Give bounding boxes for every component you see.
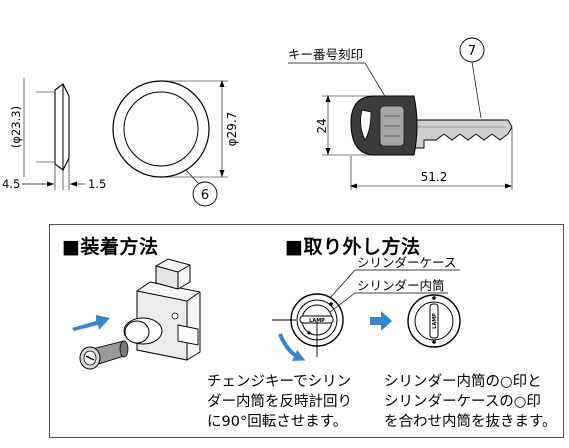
key-engraving-label: キー番号刻印 <box>288 47 363 62</box>
ring-front-view: φ29.7 6 <box>112 80 239 207</box>
instructions-panel <box>49 224 564 438</box>
removal-illustration: LAMP シリンダーケース シリンダー内筒 LAMP <box>272 255 461 361</box>
key-blade <box>411 119 513 149</box>
ring-side-view: (φ23.3) 4.5 1.5 <box>2 78 106 191</box>
callout-leader-6 <box>185 169 199 184</box>
inner-mark <box>307 331 311 335</box>
offset-right-label: 1.5 <box>88 177 106 191</box>
removal-caption-line-2: シリンダーケースの○印 <box>384 394 541 410</box>
cylinder-bore <box>124 320 150 344</box>
install-caption: チェンジキーでシリン ダー内筒を反時計回り に90°回転させます。 <box>207 372 352 432</box>
case-label: シリンダーケース <box>357 255 456 270</box>
key-head-hole <box>360 109 372 141</box>
removal-caption-line-3: を合わせ内筒を抜きます。 <box>384 414 557 430</box>
install-heading: ■装着方法 <box>62 236 159 258</box>
key-slot <box>85 355 95 361</box>
case-mark <box>329 302 333 306</box>
callout-number-7: 7 <box>468 44 476 59</box>
key-height-label: 24 <box>315 118 329 133</box>
lock-body-edge <box>186 291 201 302</box>
aligned-mark-inner <box>432 340 436 344</box>
ring-outer <box>112 80 210 178</box>
removal-caption: シリンダー内筒の○印と シリンダーケースの○印 を合わせ内筒を抜きます。 <box>384 372 557 432</box>
key-length-label: 51.2 <box>421 170 448 184</box>
latch-edge <box>177 264 191 273</box>
key-view: キー番号刻印 7 24 51.2 <box>288 37 513 190</box>
key-slot-horizontal <box>299 315 334 324</box>
diameter-label-small: (φ23.3) <box>9 106 23 148</box>
lock-latch-front <box>155 265 179 290</box>
aligned-mark-case <box>432 296 436 300</box>
ring-diameter-label: φ29.7 <box>225 112 239 147</box>
callout-number-6: 6 <box>201 188 209 203</box>
slot-mark-vertical: LAMP <box>432 313 438 329</box>
removal-heading: ■取り外し方法 <box>285 236 421 258</box>
callout-leader-7 <box>471 61 482 119</box>
key-slot-vertical <box>429 303 439 339</box>
insert-arrow <box>72 315 110 331</box>
removal-caption-line-1: シリンダー内筒の○印と <box>384 374 542 390</box>
slot-mark: LAMP <box>309 318 325 324</box>
inner-leader <box>329 292 356 313</box>
ring-flange <box>54 83 70 171</box>
rotation-arrow <box>278 333 306 361</box>
install-caption-line-3: に90°回転させます。 <box>207 414 348 430</box>
case-leader <box>329 269 356 299</box>
step-arrow <box>370 311 392 331</box>
install-caption-line-2: ダー内筒を反時計回り <box>207 394 352 410</box>
inner-label: シリンダー内筒 <box>357 278 445 293</box>
install-caption-line-1: チェンジキーでシリン <box>207 374 352 390</box>
offset-left-label: 4.5 <box>2 177 20 191</box>
mount-hole <box>171 312 179 320</box>
cylinder-insert-back <box>119 340 129 358</box>
install-illustration <box>72 258 201 370</box>
lock-tab <box>177 324 199 346</box>
ring-inner <box>123 91 199 167</box>
callout-circle-6 <box>192 181 218 207</box>
